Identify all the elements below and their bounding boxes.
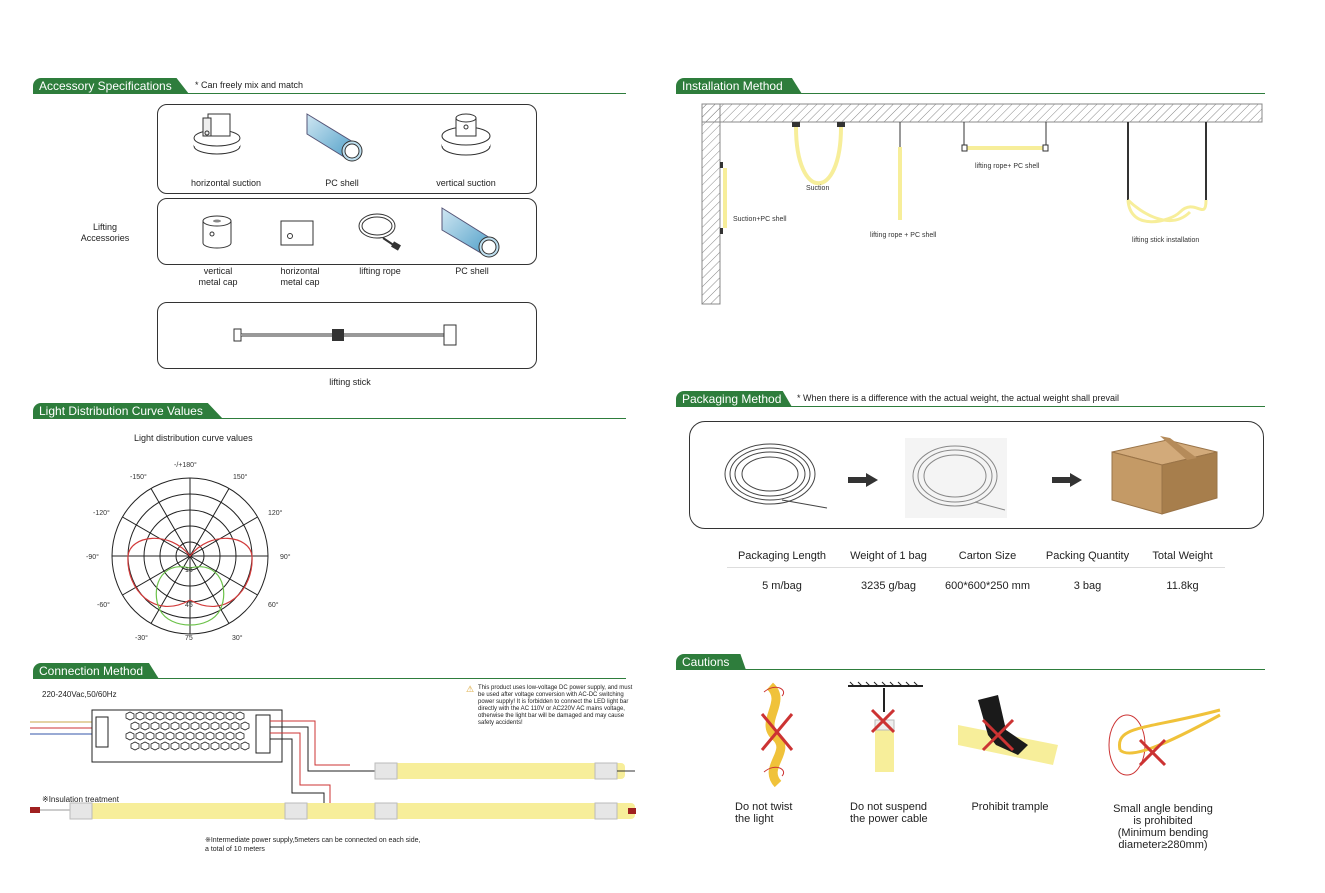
packaging-header: Packaging Length	[737, 550, 827, 562]
packaging-note: * When there is a difference with the ac…	[797, 393, 1120, 403]
section-divider	[33, 418, 626, 419]
packaging-section-title: Packaging Method	[676, 391, 792, 407]
vertical-metal-cap-icon	[202, 215, 232, 249]
horizontal-metal-cap-icon	[280, 220, 314, 246]
caution-label: Do not suspend the power cable	[850, 801, 928, 825]
coil-icon	[724, 443, 828, 509]
connection-footnote: ※Intermediate power supply,5meters can b…	[205, 837, 421, 853]
install-label-1: Suction+PC shell	[733, 216, 787, 223]
install-label-5: lifting stick installation	[1132, 237, 1200, 244]
installation-diagram	[701, 103, 1263, 305]
angle-label: -120°	[93, 510, 110, 517]
angle-label: 150°	[233, 474, 248, 481]
angle-label: -/+180°	[174, 462, 197, 469]
packaging-header: Total Weight	[1152, 550, 1213, 562]
table-divider	[727, 567, 1225, 568]
pc-shell-label: PC shell	[325, 178, 359, 188]
light-curve-section-title: Light Distribution Curve Values	[33, 403, 223, 419]
install-label-3: lifting rope + PC shell	[870, 232, 937, 239]
pc-shell-2-icon	[441, 207, 500, 258]
polar-light-curve-chart	[111, 477, 269, 635]
packaging-value: 3235 g/bag	[860, 580, 917, 592]
bend-warning-icon	[1108, 708, 1221, 776]
cautions-section-title: Cautions	[676, 654, 746, 670]
connection-section-title: Connection Method	[33, 663, 159, 679]
angle-label: -150°	[130, 474, 147, 481]
warning-icon: ⚠	[466, 684, 475, 694]
angle-label: 120°	[268, 510, 283, 517]
pc-shell-2-label: PC shell	[455, 266, 489, 276]
insulation-label: ※Insulation treatment	[42, 795, 119, 804]
section-divider	[676, 406, 1265, 407]
section-divider	[33, 93, 626, 94]
horizontal-suction-label: horizontal suction	[190, 178, 262, 188]
trample-warning-icon	[958, 695, 1058, 765]
packaging-value: 11.8kg	[1166, 580, 1199, 592]
caution-label: Small angle bending is prohibited (Minim…	[1113, 803, 1213, 851]
packaging-header: Carton Size	[958, 550, 1017, 562]
bagged-coil-icon	[905, 438, 1007, 518]
install-label-2: Suction	[806, 185, 830, 192]
lifting-rope-icon	[358, 213, 401, 251]
horizontal-suction-icon	[193, 113, 241, 155]
lifting-rope-label: lifting rope	[359, 266, 401, 276]
radial-tick: 75	[185, 635, 193, 642]
arrow-icon	[848, 473, 878, 487]
angle-label: -30°	[135, 635, 148, 642]
arrow-icon	[1052, 473, 1082, 487]
warning-text: This product uses low-voltage DC power s…	[478, 685, 633, 726]
packaging-value: 3 bag	[1073, 580, 1102, 592]
caution-label: Prohibit trample	[971, 801, 1049, 813]
pc-shell-icon	[306, 113, 363, 162]
angle-label: 90°	[280, 554, 291, 561]
vertical-metal-cap-label: vertical metal cap	[198, 266, 238, 287]
connection-diagram	[30, 709, 636, 820]
voltage-label: 220-240Vac,50/60Hz	[42, 690, 117, 699]
packaging-header: Weight of 1 bag	[850, 550, 927, 562]
section-divider	[676, 93, 1265, 94]
section-divider	[676, 669, 1265, 670]
install-label-4: lifting rope+ PC shell	[975, 163, 1040, 170]
light-curve-chart-title: Light distribution curve values	[134, 433, 253, 443]
packaging-value: 600*600*250 mm	[944, 580, 1030, 592]
installation-section-title: Installation Method	[676, 78, 802, 94]
angle-label: 30°	[232, 635, 243, 642]
accessory-note: * Can freely mix and match	[195, 80, 304, 90]
horizontal-metal-cap-label: horizontal metal cap	[280, 266, 320, 287]
lifting-accessories-label: Lifting Accessories	[80, 222, 130, 243]
vertical-suction-icon	[441, 113, 491, 156]
carton-box-icon	[1111, 436, 1218, 515]
angle-label: -60°	[97, 602, 110, 609]
packaging-header: Packing Quantity	[1045, 550, 1130, 562]
angle-label: 60°	[268, 602, 279, 609]
accessory-section-title: Accessory Specifications	[33, 78, 189, 94]
angle-label: -90°	[86, 554, 99, 561]
section-divider	[33, 678, 626, 679]
vertical-suction-label: vertical suction	[436, 178, 496, 188]
radial-tick: 15	[185, 567, 193, 574]
suspend-warning-icon	[848, 681, 923, 772]
lifting-stick-label: lifting stick	[329, 377, 371, 387]
packaging-value: 5 m/bag	[762, 580, 802, 592]
twist-warning-icon	[760, 682, 794, 788]
caution-label: Do not twist the light	[735, 801, 793, 825]
lifting-stick-icon	[233, 324, 457, 346]
radial-tick: 45	[185, 602, 193, 609]
